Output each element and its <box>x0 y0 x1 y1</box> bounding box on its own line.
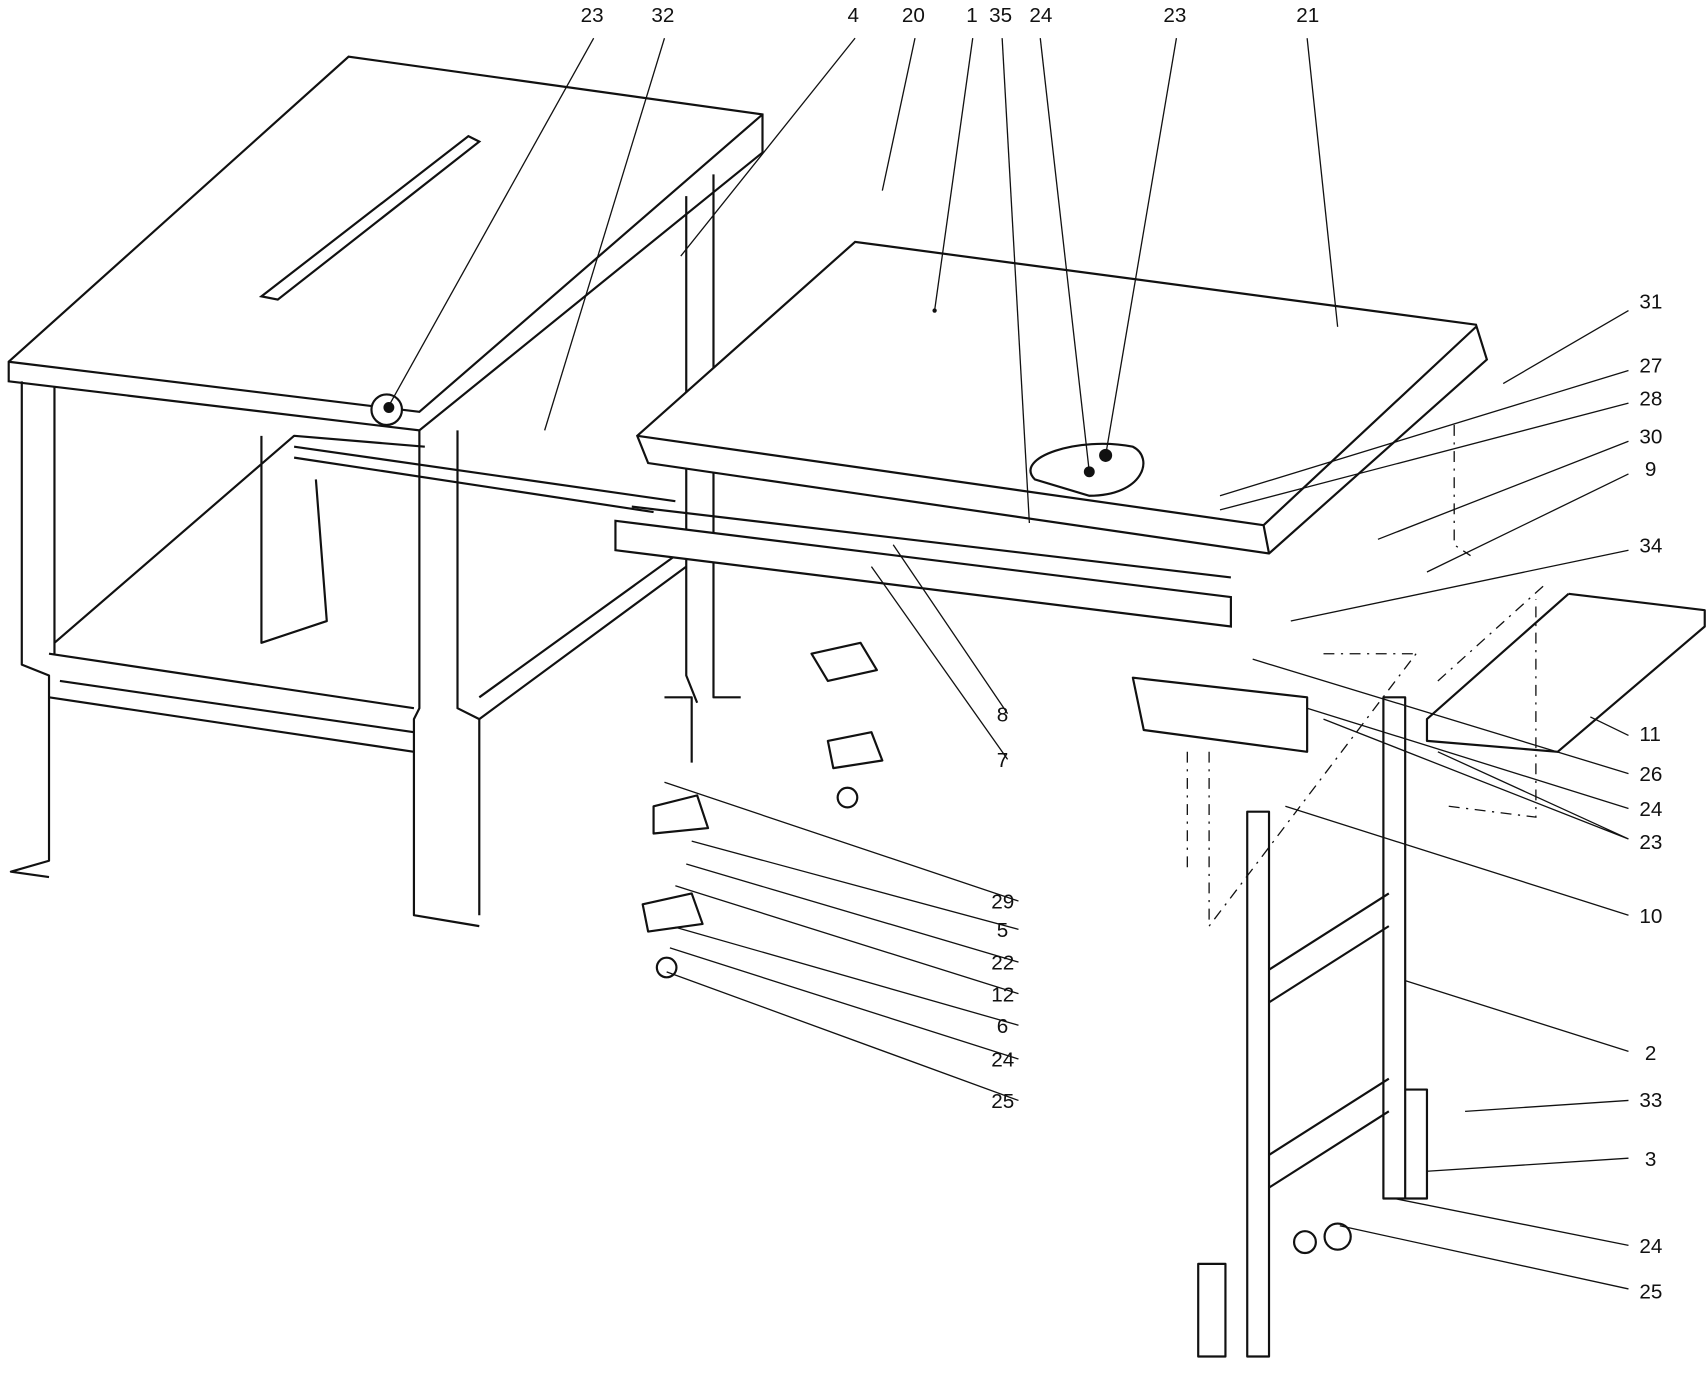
callout-4: 4 <box>847 4 859 27</box>
callout-31: 31 <box>1639 290 1662 313</box>
saw-table-assembly <box>7 55 764 928</box>
callout-32: 32 <box>651 4 674 27</box>
callout-6: 6 <box>997 1015 1009 1038</box>
callout-27: 27 <box>1639 355 1662 378</box>
callout-25: 25 <box>991 1090 1014 1113</box>
callout-24: 24 <box>991 1049 1014 1072</box>
rails <box>614 505 1309 753</box>
callout-30: 30 <box>1639 425 1662 448</box>
callout-29: 29 <box>991 891 1014 914</box>
callout-25: 25 <box>1639 1281 1662 1304</box>
callout-33: 33 <box>1639 1089 1662 1112</box>
legs <box>641 641 1429 1358</box>
callout-23: 23 <box>1163 4 1186 27</box>
callout-24: 24 <box>1639 798 1662 821</box>
callout-1: 1 <box>966 4 978 27</box>
callout-11: 11 <box>1639 723 1660 746</box>
callout-20: 20 <box>902 4 925 27</box>
foot-rest <box>1425 592 1706 753</box>
callout-labels: 23 32 4 20 1 35 24 23 21 31 27 28 30 9 3… <box>581 4 1663 1304</box>
callout-10: 10 <box>1639 905 1662 928</box>
callout-26: 26 <box>1639 763 1662 786</box>
callout-12: 12 <box>991 983 1014 1006</box>
callout-3: 3 <box>1645 1148 1657 1171</box>
callout-24: 24 <box>1639 1235 1662 1258</box>
callout-34: 34 <box>1639 534 1662 557</box>
callout-35: 35 <box>989 4 1012 27</box>
callout-9: 9 <box>1645 458 1657 481</box>
callout-21: 21 <box>1296 4 1319 27</box>
callout-23: 23 <box>581 4 604 27</box>
blade-slot <box>258 134 482 301</box>
callout-2: 2 <box>1645 1042 1657 1065</box>
callout-5: 5 <box>997 919 1009 942</box>
callout-22: 22 <box>991 952 1014 975</box>
extension-table-top <box>635 240 1489 555</box>
callout-23: 23 <box>1639 831 1662 854</box>
callout-24: 24 <box>1029 4 1052 27</box>
callout-7: 7 <box>997 749 1009 772</box>
leader-lines <box>386 37 1629 1290</box>
callout-8: 8 <box>997 703 1009 726</box>
callout-28: 28 <box>1639 387 1662 410</box>
